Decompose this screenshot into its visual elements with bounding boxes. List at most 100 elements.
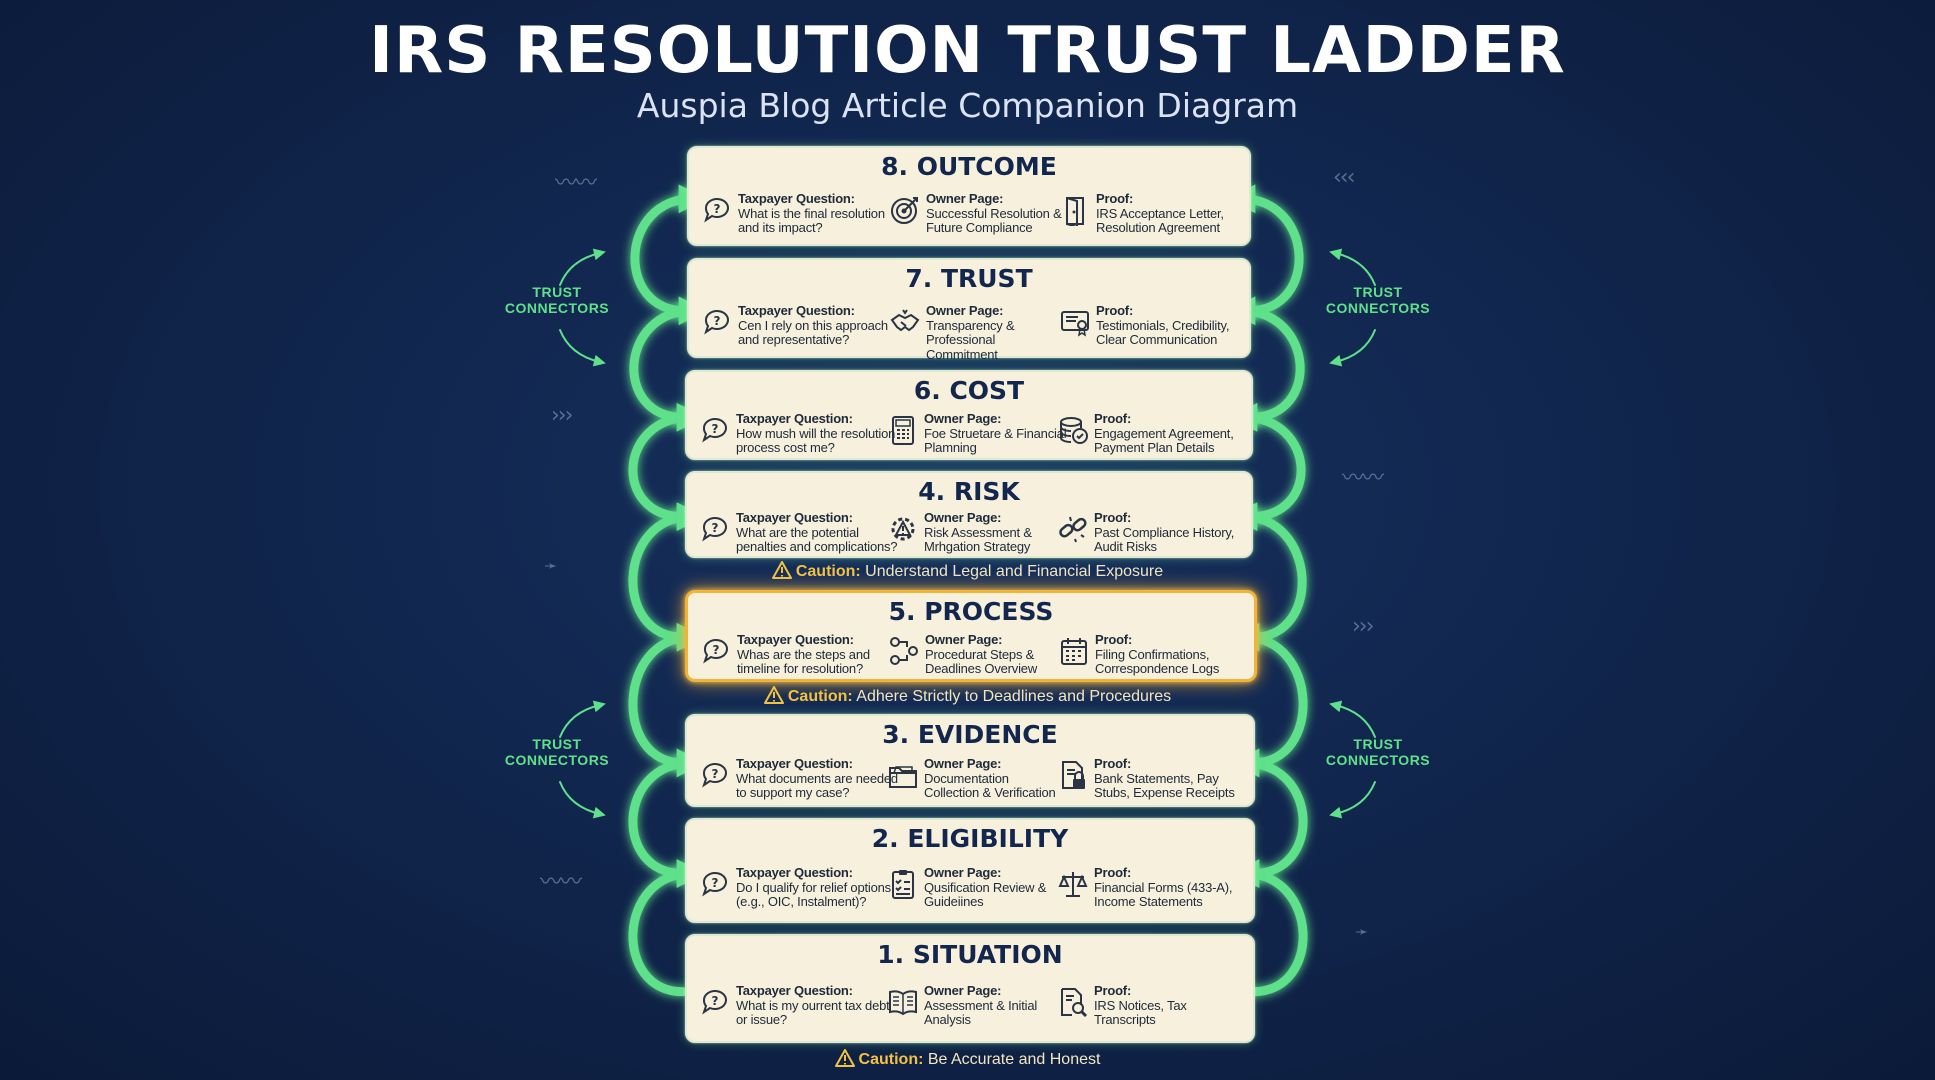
svg-text:?: ?	[712, 422, 719, 436]
owner-label: Owner Page:	[926, 191, 1004, 206]
svg-text:?: ?	[713, 643, 720, 657]
open-book-icon	[887, 986, 919, 1018]
document-search-icon	[1057, 986, 1089, 1018]
owner-label: Owner Page:	[924, 865, 1002, 880]
trust-connectors-label-left-upper: TRUST CONNECTORS	[504, 284, 610, 316]
decor-wave-mark: 〰〰	[540, 870, 582, 895]
taxpayer-question: ? Taxpayer Question:What is my ourrent t…	[699, 983, 899, 1028]
owner-label: Owner Page:	[924, 983, 1002, 998]
caution-note: Caution: Be Accurate and Honest	[0, 1049, 1935, 1069]
connector-arc-right	[1228, 502, 1307, 642]
door-icon	[1059, 194, 1091, 229]
page-subtitle: Auspia Blog Article Companion Diagram	[636, 86, 1299, 125]
coins-icon	[1057, 414, 1089, 446]
caution-label: Caution:	[787, 688, 853, 705]
small-arrow-left-down	[559, 329, 606, 367]
connector-arc-right	[1230, 859, 1308, 997]
question-bubble-icon: ?	[699, 414, 731, 446]
decor-arrow-mark: ➛	[1355, 922, 1368, 941]
proof-label: Proof:	[1094, 983, 1132, 998]
small-arrow-left-up	[559, 700, 606, 738]
warning-icon	[834, 1049, 855, 1067]
connector-arc-left	[628, 402, 706, 522]
question-text: Cen I rely on this approach and represen…	[738, 317, 888, 347]
connector-arc-right	[1226, 296, 1305, 422]
proof-text: Filing Confirmations, Correspondence Log…	[1095, 646, 1220, 676]
owner-text: Procedurat Steps & Deadlines Overview	[925, 646, 1038, 676]
step-title: 6. COST	[913, 376, 1025, 405]
proof-label: Proof:	[1094, 756, 1132, 771]
svg-text:?: ?	[712, 876, 719, 890]
calculator-icon	[887, 414, 919, 446]
question-bubble-icon: ?	[699, 513, 731, 545]
owner-label: Owner Page:	[925, 632, 1003, 647]
caution-label: Caution:	[858, 1051, 924, 1068]
question-bubble-icon: ?	[699, 986, 731, 1018]
step-title: 1. SITUATION	[877, 940, 1063, 969]
step-title: 7. TRUST	[905, 264, 1033, 293]
question-label: Taxpayer Question:	[736, 983, 853, 998]
owner-text: Transparency & Professional Commitment	[926, 317, 1015, 362]
question-label: Taxpayer Question:	[736, 756, 853, 771]
proof: Proof:Past Compliance History, Audit Ris…	[1057, 510, 1247, 555]
owner-page: Owner Page:Successful Resolution & Futur…	[889, 191, 1069, 236]
taxpayer-question: ? Taxpayer Question:How mush will the re…	[699, 411, 899, 456]
owner-page: Owner Page:Documentation Collection & Ve…	[887, 756, 1067, 801]
step-card: 4. RISK ? Taxpayer Question:What are the…	[685, 471, 1253, 558]
step-card: 6. COST ? Taxpayer Question:How mush wil…	[685, 370, 1253, 460]
connector-arc-right	[1228, 402, 1306, 522]
proof: Proof:Engagement Agreement, Payment Plan…	[1057, 411, 1247, 456]
proof-label: Proof:	[1096, 191, 1134, 206]
proof-label: Proof:	[1094, 411, 1132, 426]
caution-note: Caution: Adhere Strictly to Deadlines an…	[0, 686, 1935, 706]
proof: Proof:Testimonials, Credibility, Clear C…	[1059, 303, 1249, 348]
step-title: 3. EVIDENCE	[882, 720, 1058, 749]
decor-wave-mark: 〰〰	[555, 171, 597, 196]
decor-chevrons-mark: ›››	[551, 403, 573, 428]
proof-text: Financial Forms (433-A), Income Statemen…	[1094, 879, 1233, 909]
proof: Proof:Bank Statements, Pay Stubs, Expens…	[1057, 756, 1247, 801]
trust-connectors-label-left-lower: TRUST CONNECTORS	[504, 736, 610, 768]
owner-label: Owner Page:	[926, 303, 1004, 318]
owner-text: Documentation Collection & Verification	[924, 770, 1056, 800]
owner-label: Owner Page:	[924, 411, 1002, 426]
small-arrow-left-up	[559, 248, 606, 286]
proof: Proof:Filing Confirmations, Corresponden…	[1058, 632, 1248, 677]
folder-icon	[887, 759, 919, 791]
step-title: 8. OUTCOME	[881, 152, 1057, 181]
question-label: Taxpayer Question:	[738, 303, 855, 318]
connector-arc-left	[628, 502, 706, 642]
svg-text:?: ?	[712, 521, 719, 535]
svg-text:?: ?	[712, 767, 719, 781]
caution-text: Be Accurate and Honest	[927, 1051, 1101, 1068]
owner-text: Assessment & Initial Analysis	[924, 997, 1038, 1027]
connector-arc-right	[1230, 748, 1308, 879]
connector-arc-left	[629, 296, 708, 422]
small-arrow-left-down	[559, 781, 606, 819]
proof-label: Proof:	[1094, 865, 1132, 880]
warning-icon	[771, 561, 792, 579]
question-bubble-icon: ?	[699, 759, 731, 791]
step-title: 4. RISK	[918, 477, 1020, 506]
proof-label: Proof:	[1094, 510, 1132, 525]
proof: Proof:IRS Notices, Tax Transcripts	[1057, 983, 1247, 1028]
owner-text: Foe Struetare & Financial Plamning	[924, 425, 1067, 455]
owner-label: Owner Page:	[924, 756, 1002, 771]
owner-page: Owner Page:Risk Assessment & Mrhgation S…	[887, 510, 1067, 555]
svg-text:?: ?	[712, 994, 719, 1008]
decor-arrow-mark: ➛	[544, 556, 557, 575]
taxpayer-question: ? Taxpayer Question:What is the final re…	[701, 191, 901, 236]
proof-text: Testimonials, Credibility, Clear Communi…	[1096, 317, 1230, 347]
question-bubble-icon: ?	[701, 194, 733, 226]
handshake-icon	[889, 306, 921, 338]
connector-arc-left	[628, 748, 706, 879]
caution-text: Understand Legal and Financial Exposure	[865, 563, 1164, 580]
step-card: 2. ELIGIBILITY ? Taxpayer Question:Do I …	[685, 818, 1255, 923]
question-label: Taxpayer Question:	[736, 510, 853, 525]
checklist-icon	[887, 868, 919, 900]
proof-text: Past Compliance History, Audit Risks	[1094, 524, 1235, 554]
small-arrow-right-down	[1329, 781, 1376, 819]
question-label: Taxpayer Question:	[736, 865, 853, 880]
connector-arc-right	[1230, 622, 1308, 768]
owner-label: Owner Page:	[924, 510, 1002, 525]
